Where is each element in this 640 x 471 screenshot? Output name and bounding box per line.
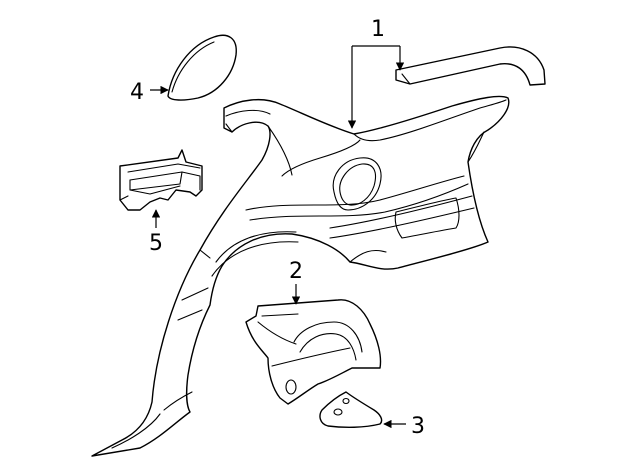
part-2-wheelhouse-panel bbox=[245, 299, 382, 405]
callout-2: 2 bbox=[289, 259, 303, 284]
leader-lines bbox=[150, 45, 406, 429]
part-3-small-bracket bbox=[319, 391, 383, 429]
part-5-bracket bbox=[119, 149, 203, 211]
callout-3: 3 bbox=[411, 414, 425, 439]
part-1-roof-rail-strip bbox=[395, 46, 546, 86]
part-4-fuel-door bbox=[167, 34, 237, 101]
part-1-quarter-panel bbox=[91, 95, 510, 457]
callout-5: 5 bbox=[149, 231, 163, 256]
callout-1: 1 bbox=[371, 17, 385, 42]
callout-4: 4 bbox=[130, 80, 144, 105]
